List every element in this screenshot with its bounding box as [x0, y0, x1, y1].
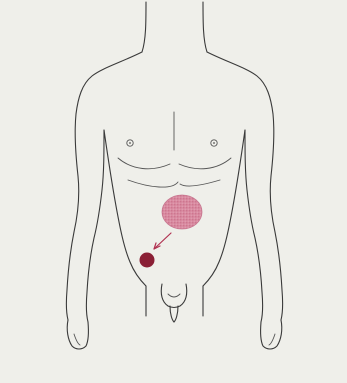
costal-margin-outline: [128, 180, 220, 187]
right-hand-outline: [261, 320, 282, 349]
left-arm-outline: [66, 52, 142, 322]
right-arm-outline: [207, 52, 283, 322]
secondary-lesion-marker: [140, 253, 155, 268]
genital-outline: [161, 284, 187, 322]
left-hand-outline: [67, 320, 88, 349]
arrow-to-secondary-lesion: [154, 233, 171, 249]
neck-outline: [142, 2, 207, 52]
primary-lesion-marker: [162, 195, 202, 229]
left-nipple: [127, 140, 133, 146]
chest-outline: [118, 112, 231, 169]
right-nipple: [211, 140, 217, 146]
